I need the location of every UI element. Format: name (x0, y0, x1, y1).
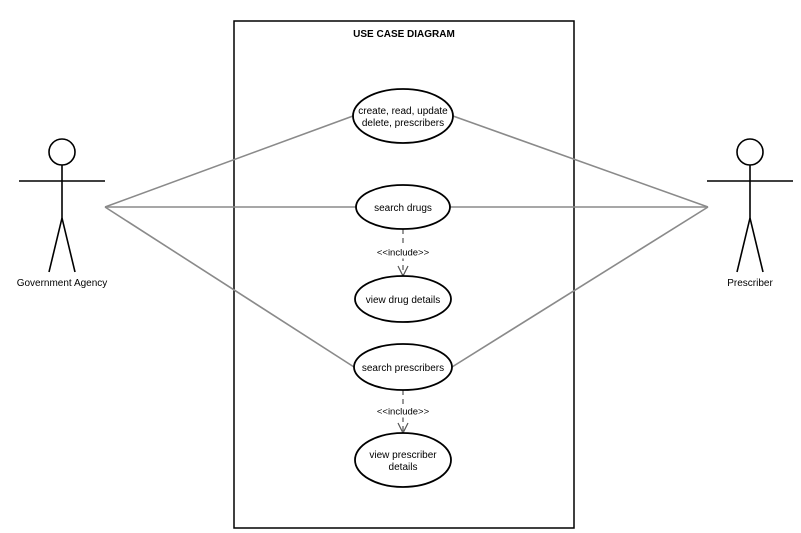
association-line-pres-crud (452, 115, 709, 208)
association-line-pres-search-pres (451, 206, 709, 368)
actor-pres: Prescriber (707, 138, 793, 289)
use-case-search-pres: search prescribers (353, 343, 453, 391)
actor-label: Government Agency (17, 278, 108, 289)
include-label-background (373, 405, 433, 418)
stick-figure-icon (707, 138, 793, 273)
use-case-label: delete, prescribers (362, 118, 444, 129)
use-case-ellipse (353, 343, 453, 391)
use-case-label: view drug details (366, 295, 440, 306)
association-line-gov-crud (104, 115, 354, 208)
use-case-label: create, read, update (358, 106, 448, 117)
use-case-label: search drugs (374, 203, 432, 214)
use-case-ellipse (355, 184, 451, 230)
diagram-title: USE CASE DIAGRAM (353, 29, 455, 40)
use-case-label: search prescribers (362, 363, 444, 374)
actors: Government Agency Prescriber (17, 138, 793, 289)
use-case-view-drug: view drug details (354, 275, 452, 323)
use-case-label: view prescriber (369, 450, 437, 461)
associations (104, 115, 709, 368)
actor-label: Prescriber (727, 278, 773, 289)
use-case-label: details (389, 462, 418, 473)
use-case-ellipse (354, 432, 452, 488)
include-label: <<include>> (377, 248, 430, 259)
use-case-ellipse (354, 275, 452, 323)
include-label: <<include>> (377, 407, 430, 418)
association-line-gov-search-pres (104, 206, 355, 368)
stick-figure-icon (19, 138, 105, 273)
use-case-ellipse (352, 88, 454, 144)
use-case-search-drugs: search drugs (355, 184, 451, 230)
include-label-background (373, 246, 433, 259)
actor-gov: Government Agency (17, 138, 108, 289)
